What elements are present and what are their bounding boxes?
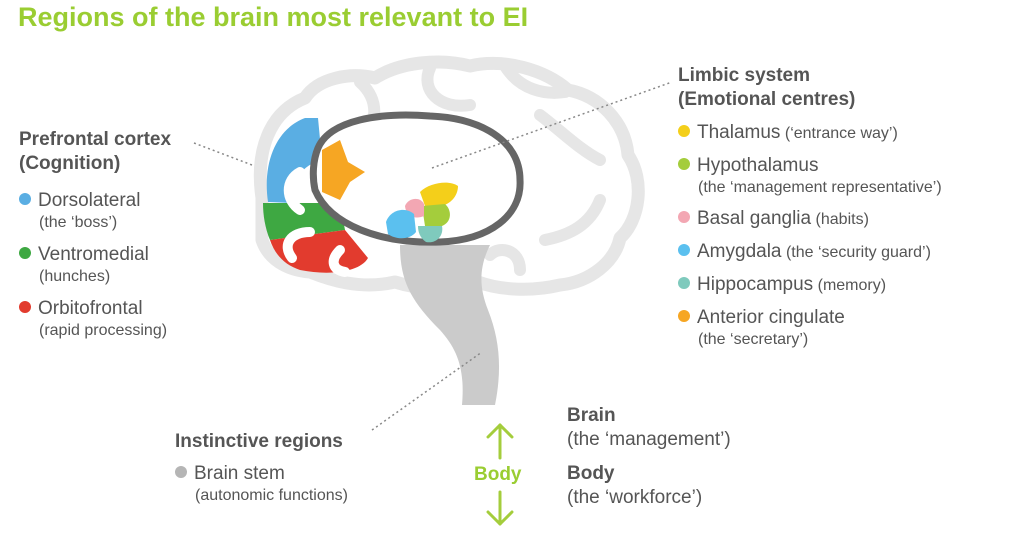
legend-brain-sub: (the ‘management’)	[567, 429, 731, 450]
limbic-heading: Limbic system	[678, 65, 810, 86]
hippocampus-region	[418, 226, 443, 243]
limbic-subheading: (Emotional centres)	[678, 89, 856, 110]
instinctive-section: Instinctive regions Brain stem (autonomi…	[175, 430, 348, 505]
basal-ganglia-dot	[678, 211, 690, 223]
limbic-section: Limbic system (Emotional centres) Thalam…	[678, 64, 942, 349]
thalamus-region	[420, 182, 458, 206]
anterior-cingulate-region	[322, 140, 365, 200]
diagram-title: Regions of the brain most relevant to EI	[18, 2, 529, 32]
limbic-item-basal-ganglia: Basal ganglia (habits)	[678, 208, 942, 230]
leader-prefrontal	[193, 142, 253, 166]
body-arrow-label: Body	[474, 464, 522, 485]
prefrontal-heading: Prefrontal cortex	[19, 129, 172, 150]
brain-body-legend: Brain (the ‘management’) Body (the ‘work…	[567, 405, 731, 509]
limbic-item-anterior-cingulate: Anterior cingulate (the ‘secretary’)	[678, 307, 942, 349]
anterior-cingulate-dot	[678, 310, 690, 322]
instinctive-item-brain-stem: Brain stem (autonomic functions)	[175, 463, 348, 505]
brain-stem	[400, 245, 500, 405]
prefrontal-subheading: (Cognition)	[19, 153, 121, 174]
orbitofrontal-dot	[19, 301, 31, 313]
hippocampus-dot	[678, 277, 690, 289]
legend-body-sub: (the ‘workforce’)	[567, 487, 703, 508]
prefrontal-section: Prefrontal cortex (Cognition) Dorsolater…	[19, 128, 171, 340]
dorsolateral-region	[266, 118, 322, 203]
ventromedial-region	[263, 203, 345, 240]
leader-lines	[193, 81, 673, 431]
prefrontal-item-dorsolateral: Dorsolateral (the ‘boss’)	[19, 190, 171, 232]
amygdala-region	[386, 209, 416, 239]
limbic-outline	[309, 111, 524, 246]
hypothalamus-dot	[678, 158, 690, 170]
limbic-item-thalamus: Thalamus (‘entrance way’)	[678, 122, 942, 144]
limbic-item-hippocampus: Hippocampus (memory)	[678, 274, 942, 296]
limbic-item-hypothalamus: Hypothalamus (the ‘management representa…	[678, 155, 942, 197]
body-arrow	[486, 423, 514, 526]
limbic-item-amygdala: Amygdala (the ‘security guard’)	[678, 241, 942, 263]
hypothalamus-region	[422, 204, 450, 226]
prefrontal-item-ventromedial: Ventromedial (hunches)	[19, 244, 171, 286]
brain-stem-dot	[175, 466, 187, 478]
thalamus-dot	[678, 125, 690, 137]
ventromedial-dot	[19, 247, 31, 259]
legend-brain-title: Brain	[567, 405, 616, 426]
instinctive-heading: Instinctive regions	[175, 431, 343, 452]
prefrontal-item-orbitofrontal: Orbitofrontal (rapid processing)	[19, 298, 171, 340]
brain-folds	[354, 60, 606, 276]
dorsolateral-dot	[19, 193, 31, 205]
legend-body-title: Body	[567, 463, 615, 484]
amygdala-dot	[678, 244, 690, 256]
